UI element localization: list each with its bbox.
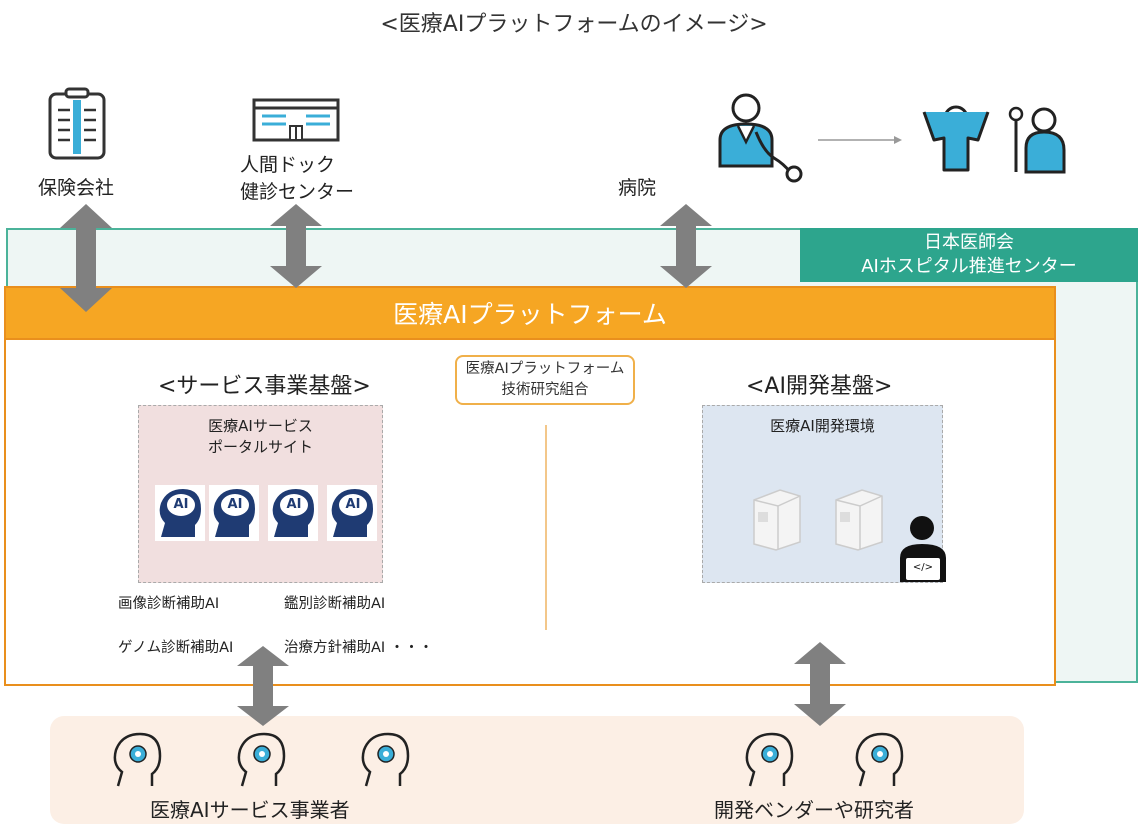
developer-icon: </> xyxy=(898,514,950,584)
insurance-building-icon xyxy=(48,87,106,160)
portal-label-2: ポータルサイト xyxy=(207,438,313,456)
doctor-icon xyxy=(718,93,803,183)
insurance-double-arrow xyxy=(60,204,112,312)
association-box: 医療AIプラットフォーム 技術研究組合 xyxy=(455,355,635,405)
vendors-researchers-label: 開発ベンダーや研究者 xyxy=(714,798,914,822)
gear-head-icon xyxy=(745,732,794,787)
insurance-label: 保険会社 xyxy=(38,177,115,199)
doctor-to-patient-arrow xyxy=(818,136,902,144)
association-label-1: 医療AIプラットフォーム xyxy=(465,361,625,377)
vendors-double-arrow xyxy=(794,642,846,726)
ai-head-icon: AI xyxy=(327,485,377,541)
health-center-building-icon xyxy=(252,98,340,142)
providers-double-arrow xyxy=(237,646,289,726)
ai-item-label: 画像診断補助AI xyxy=(118,596,220,612)
ai-item-label: 鑑別診断補助AI xyxy=(284,596,386,612)
center-divider xyxy=(545,425,547,630)
health-center-double-arrow xyxy=(270,204,322,288)
jma-label-2: AIホスピタル推進センター xyxy=(861,256,1077,277)
health-center-label-2: 健診センター xyxy=(240,181,355,203)
jma-label-1: 日本医師会 xyxy=(924,232,1014,253)
portal-label-1: 医療AIサービス xyxy=(208,417,313,435)
ai-item-label: ゲノム診断補助AI xyxy=(118,640,234,656)
platform-header: 医療AIプラットフォーム xyxy=(4,286,1056,340)
happy-patient-icon xyxy=(922,105,990,172)
gear-head-icon xyxy=(855,732,904,787)
gear-head-icon xyxy=(361,732,410,787)
ai-head-icon: AI xyxy=(209,485,259,541)
hospital-double-arrow xyxy=(660,204,712,288)
dev-env-label: 医療AI開発環境 xyxy=(770,417,875,435)
gear-head-icon xyxy=(113,732,162,787)
service-providers-label: 医療AIサービス事業者 xyxy=(150,798,350,822)
ai-head-icon: AI xyxy=(268,485,318,541)
hospital-label: 病院 xyxy=(618,177,657,199)
server-icon xyxy=(835,489,883,551)
jma-badge: 日本医師会 AIホスピタル推進センター xyxy=(800,228,1138,282)
patient-with-cane-icon xyxy=(1008,106,1066,174)
ai-item-label: 治療方針補助AI ・・・ xyxy=(284,640,434,656)
page-title: <医療AIプラットフォームのイメージ> xyxy=(380,12,768,37)
dev-base-title: <AI開発基盤> xyxy=(746,374,893,399)
server-icon xyxy=(753,489,801,551)
gear-head-icon xyxy=(237,732,286,787)
service-base-title: <サービス事業基盤> xyxy=(158,374,371,399)
health-center-label-1: 人間ドック xyxy=(240,154,336,176)
association-label-2: 技術研究組合 xyxy=(501,382,589,398)
ai-head-icon: AI xyxy=(155,485,205,541)
